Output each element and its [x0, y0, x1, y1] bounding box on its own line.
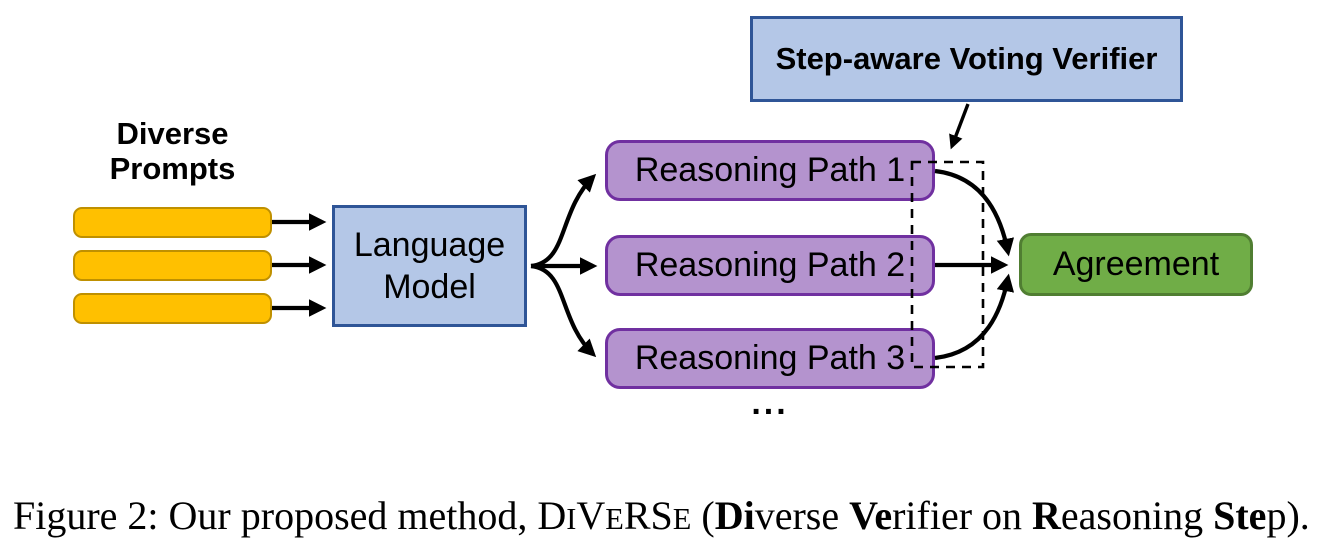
- diverse-prompts-line2: Prompts: [109, 151, 236, 187]
- caption-bold: Ve: [849, 493, 893, 538]
- caption-smallcap: E: [672, 502, 692, 536]
- diverse-prompts-line1: Diverse: [116, 116, 229, 151]
- more-paths-ellipsis: ...: [751, 384, 789, 422]
- arrow-verifier-to-scope: [949, 103, 970, 150]
- reasoning-path-2-box: Reasoning Path 2: [605, 235, 935, 296]
- caption-text: p).: [1266, 493, 1310, 538]
- reasoning-path-1-label: Reasoning Path 1: [634, 151, 906, 189]
- arrow-model-to-path1: [530, 173, 597, 269]
- reasoning-path-3-box: Reasoning Path 3: [605, 328, 935, 389]
- caption-text: (: [691, 493, 715, 538]
- arrow-path3-to-agreement: [934, 273, 1015, 361]
- arrow-path1-to-agreement: [934, 168, 1015, 257]
- agreement-box: Agreement: [1019, 233, 1253, 296]
- caption-bold: Ste: [1213, 493, 1267, 538]
- caption-text: verse: [754, 493, 850, 538]
- prompt-box-1: [73, 207, 272, 238]
- caption-text: V: [576, 493, 606, 538]
- caption-text: RS: [623, 493, 673, 538]
- prompt-box-3: [73, 293, 272, 324]
- reasoning-path-1-box: Reasoning Path 1: [605, 140, 935, 201]
- reasoning-path-3-label: Reasoning Path 3: [634, 339, 906, 377]
- step-aware-voting-verifier-box: Step-aware Voting Verifier: [750, 16, 1183, 102]
- language-model-label: Language Model: [353, 225, 506, 306]
- language-model-box: Language Model: [332, 205, 527, 327]
- caption-smallcap: I: [566, 502, 577, 536]
- diverse-prompts-label: Diverse Prompts: [60, 116, 285, 186]
- caption-bold: R: [1032, 493, 1061, 538]
- reasoning-path-2-label: Reasoning Path 2: [634, 246, 906, 284]
- arrow-model-to-path3: [530, 263, 597, 358]
- caption-text: Figure 2: Our proposed method, D: [13, 493, 567, 538]
- caption-smallcap: E: [605, 502, 624, 536]
- prompt-box-2: [73, 250, 272, 281]
- figure-caption: Figure 2: Our proposed method, DIVERSE (…: [13, 492, 1323, 539]
- step-aware-voting-verifier-label: Step-aware Voting Verifier: [775, 41, 1158, 76]
- caption-bold: Di: [714, 493, 755, 538]
- caption-text: rifier on: [892, 493, 1033, 538]
- caption-text: easoning: [1060, 493, 1214, 538]
- agreement-label: Agreement: [1052, 245, 1220, 283]
